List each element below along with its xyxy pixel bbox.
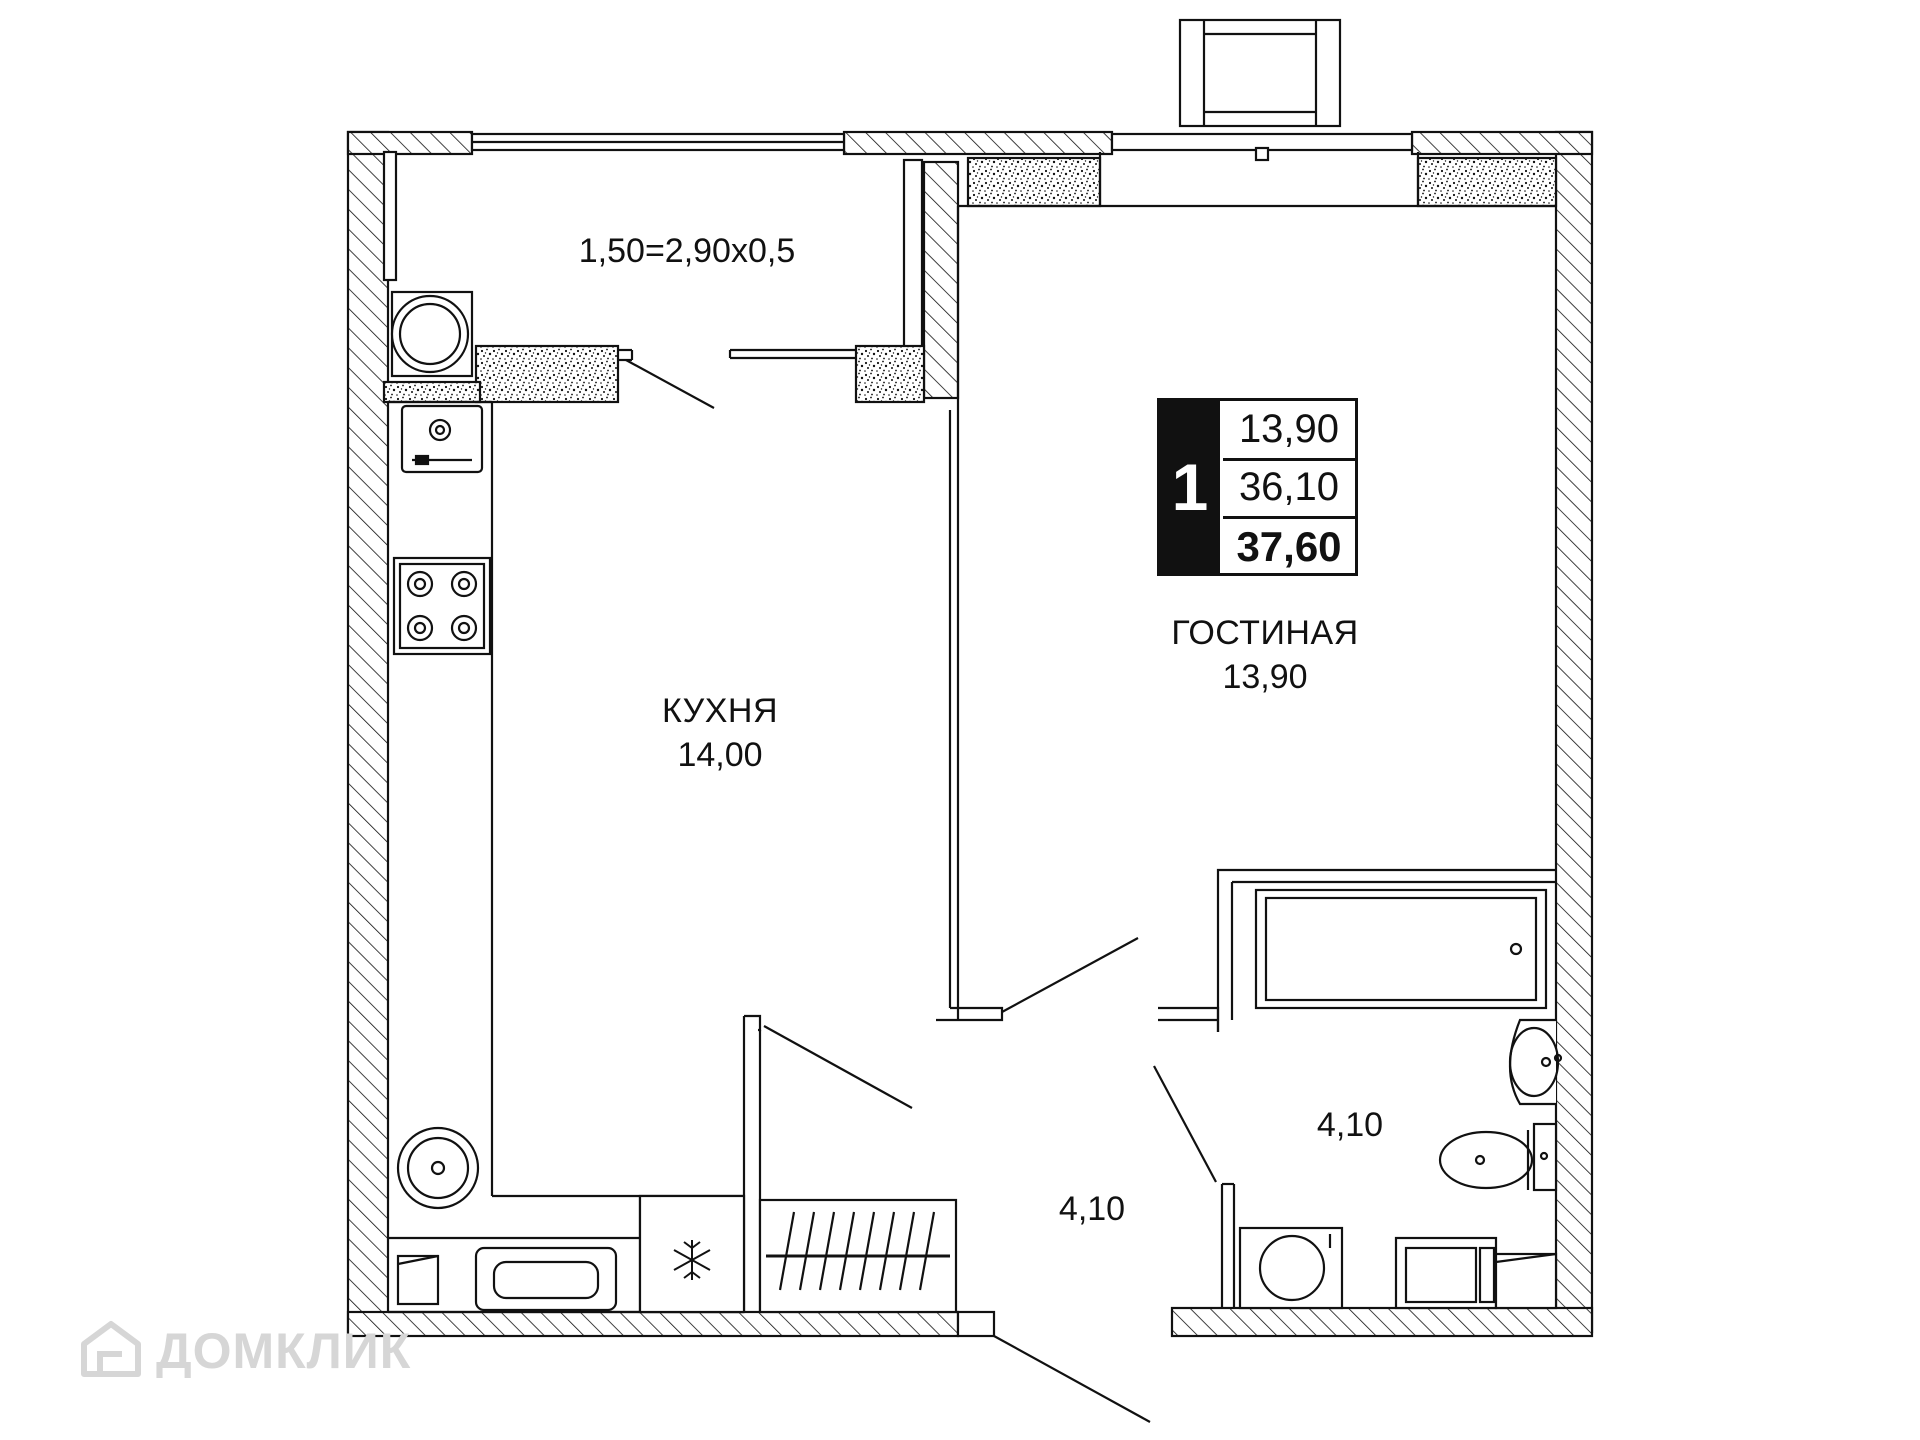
kitchen-name-label: КУХНЯ [661,692,779,730]
living-total-area-value: 36,10 [1223,459,1355,519]
door-swings [625,359,1217,1423]
bathtub-icon [1254,888,1548,1010]
washing-machine-icon [1238,1226,1344,1310]
living-area-label: 13,90 [1222,658,1308,696]
balcony-area-label: 1,50=2,90x0,5 [578,232,796,270]
boiler-icon [390,290,474,378]
bathroom-area-label: 4,10 [1316,1106,1384,1144]
sink-round-icon [396,1126,480,1210]
toilet-icon [1438,1122,1558,1192]
living-name-label: ГОСТИНАЯ [1171,614,1359,652]
hallway-area-label: 4,10 [1058,1190,1126,1228]
fridge-icon [638,1194,746,1314]
wardrobe-icon [758,1198,958,1314]
area-summary-badge: 1 13,90 36,10 37,60 [1157,398,1358,576]
balcony-window [382,132,846,282]
room-count: 1 [1160,401,1220,573]
kitchen-area-label: 14,00 [677,736,763,774]
living-window [1098,18,1420,208]
house-logo-icon [81,1321,141,1377]
living-area-value: 13,90 [1223,401,1355,461]
bathroom-cabinet-icon [1394,1236,1558,1310]
stove-icon [392,556,492,656]
concrete-columns [382,156,1558,404]
washbasin-icon [1508,1018,1563,1106]
exterior-walls [346,130,1594,1338]
gas-meter-icon [400,404,484,474]
interior-walls [618,204,1556,1312]
total-area-value: 37,60 [1236,522,1342,570]
watermark-text: ДОМКЛИК [156,1323,412,1379]
